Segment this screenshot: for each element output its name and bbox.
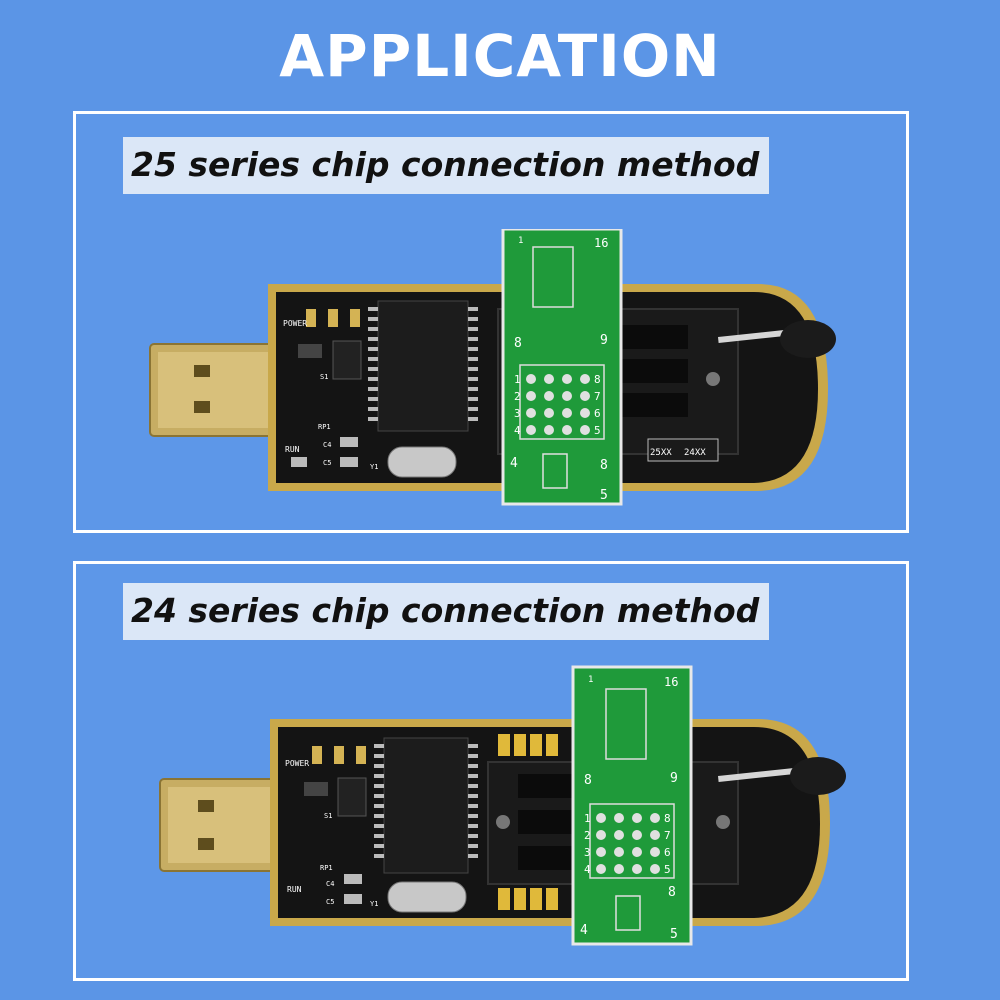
grid-left-4: 4 xyxy=(514,424,521,437)
section-24-series-panel: 24 series chip connection method xyxy=(73,561,909,981)
programmer-board-photo: POWER RUN RP1 C4 C5 Y1 S1 25XX 24XX xyxy=(148,227,848,524)
section-25-series-panel: 25 series chip connection method xyxy=(73,111,909,533)
grid-right-7: 7 xyxy=(664,829,671,842)
adapter-pin-eight-label: 8 xyxy=(668,885,676,900)
adapter-pin-5-label: 5 xyxy=(600,488,608,503)
grid-right-5: 5 xyxy=(594,424,601,437)
adapter-pin-9-label: 9 xyxy=(600,333,608,348)
grid-left-2: 2 xyxy=(584,829,591,842)
zif-lever xyxy=(718,320,836,358)
rp1-label: RP1 xyxy=(318,423,331,431)
grid-right-6: 6 xyxy=(664,846,671,859)
adapter-pin-8-label: 8 xyxy=(584,773,592,788)
rp1-label: RP1 xyxy=(320,864,333,872)
chip-24xx-label: 24XX xyxy=(684,448,706,458)
run-label: RUN xyxy=(285,445,300,454)
pcb-components xyxy=(304,734,558,913)
y1-label: Y1 xyxy=(370,900,378,908)
grid-left-2: 2 xyxy=(514,390,521,403)
adapter-pin-4-label: 4 xyxy=(580,923,588,938)
chip-25xx-label: 25XX xyxy=(650,448,672,458)
s1-label: S1 xyxy=(324,812,332,820)
ch341a-programmer-illustration: POWER RUN RP1 C4 C5 Y1 S1 25XX 24XX xyxy=(149,227,836,506)
section-caption: 25 series chip connection method xyxy=(123,137,770,194)
adapter-pin-5-label: 5 xyxy=(670,927,678,942)
sop8-adapter-board xyxy=(501,227,623,506)
power-label: POWER xyxy=(285,759,309,768)
section-caption: 24 series chip connection method xyxy=(123,583,770,640)
programmer-board-photo: POWER RUN RP1 C4 C5 Y1 S1 1 16 8 xyxy=(158,664,858,959)
adapter-pin-1-label: 1 xyxy=(518,236,523,246)
c4-label: C4 xyxy=(326,880,334,888)
grid-right-5: 5 xyxy=(664,863,671,876)
grid-left-1: 1 xyxy=(584,812,591,825)
grid-left-1: 1 xyxy=(514,373,521,386)
grid-left-4: 4 xyxy=(584,863,591,876)
c5-label: C5 xyxy=(323,459,331,467)
pcb-components xyxy=(291,300,478,478)
grid-right-8: 8 xyxy=(664,812,671,825)
adapter-pin-9-label: 9 xyxy=(670,771,678,786)
grid-right-8: 8 xyxy=(594,373,601,386)
adapter-pin-1-label: 1 xyxy=(588,675,593,685)
adapter-pin-16-label: 16 xyxy=(594,236,608,250)
ch341a-programmer-illustration: POWER RUN RP1 C4 C5 Y1 S1 1 16 8 xyxy=(159,665,846,946)
grid-left-3: 3 xyxy=(584,846,591,859)
zif-lever xyxy=(718,757,846,795)
grid-right-6: 6 xyxy=(594,407,601,420)
sop8-adapter-board xyxy=(571,665,693,946)
adapter-pin-4-label: 4 xyxy=(510,456,518,471)
usb-plug xyxy=(149,343,291,437)
c4-label: C4 xyxy=(323,441,331,449)
y1-label: Y1 xyxy=(370,463,378,471)
grid-right-7: 7 xyxy=(594,390,601,403)
c5-label: C5 xyxy=(326,898,334,906)
grid-left-3: 3 xyxy=(514,407,521,420)
adapter-pin-8-label: 8 xyxy=(514,336,522,351)
adapter-pin-eight-label: 8 xyxy=(600,458,608,473)
run-label: RUN xyxy=(287,885,302,894)
power-label: POWER xyxy=(283,319,307,328)
adapter-pin-16-label: 16 xyxy=(664,675,678,689)
page-title: APPLICATION xyxy=(279,22,721,90)
s1-label: S1 xyxy=(320,373,328,381)
